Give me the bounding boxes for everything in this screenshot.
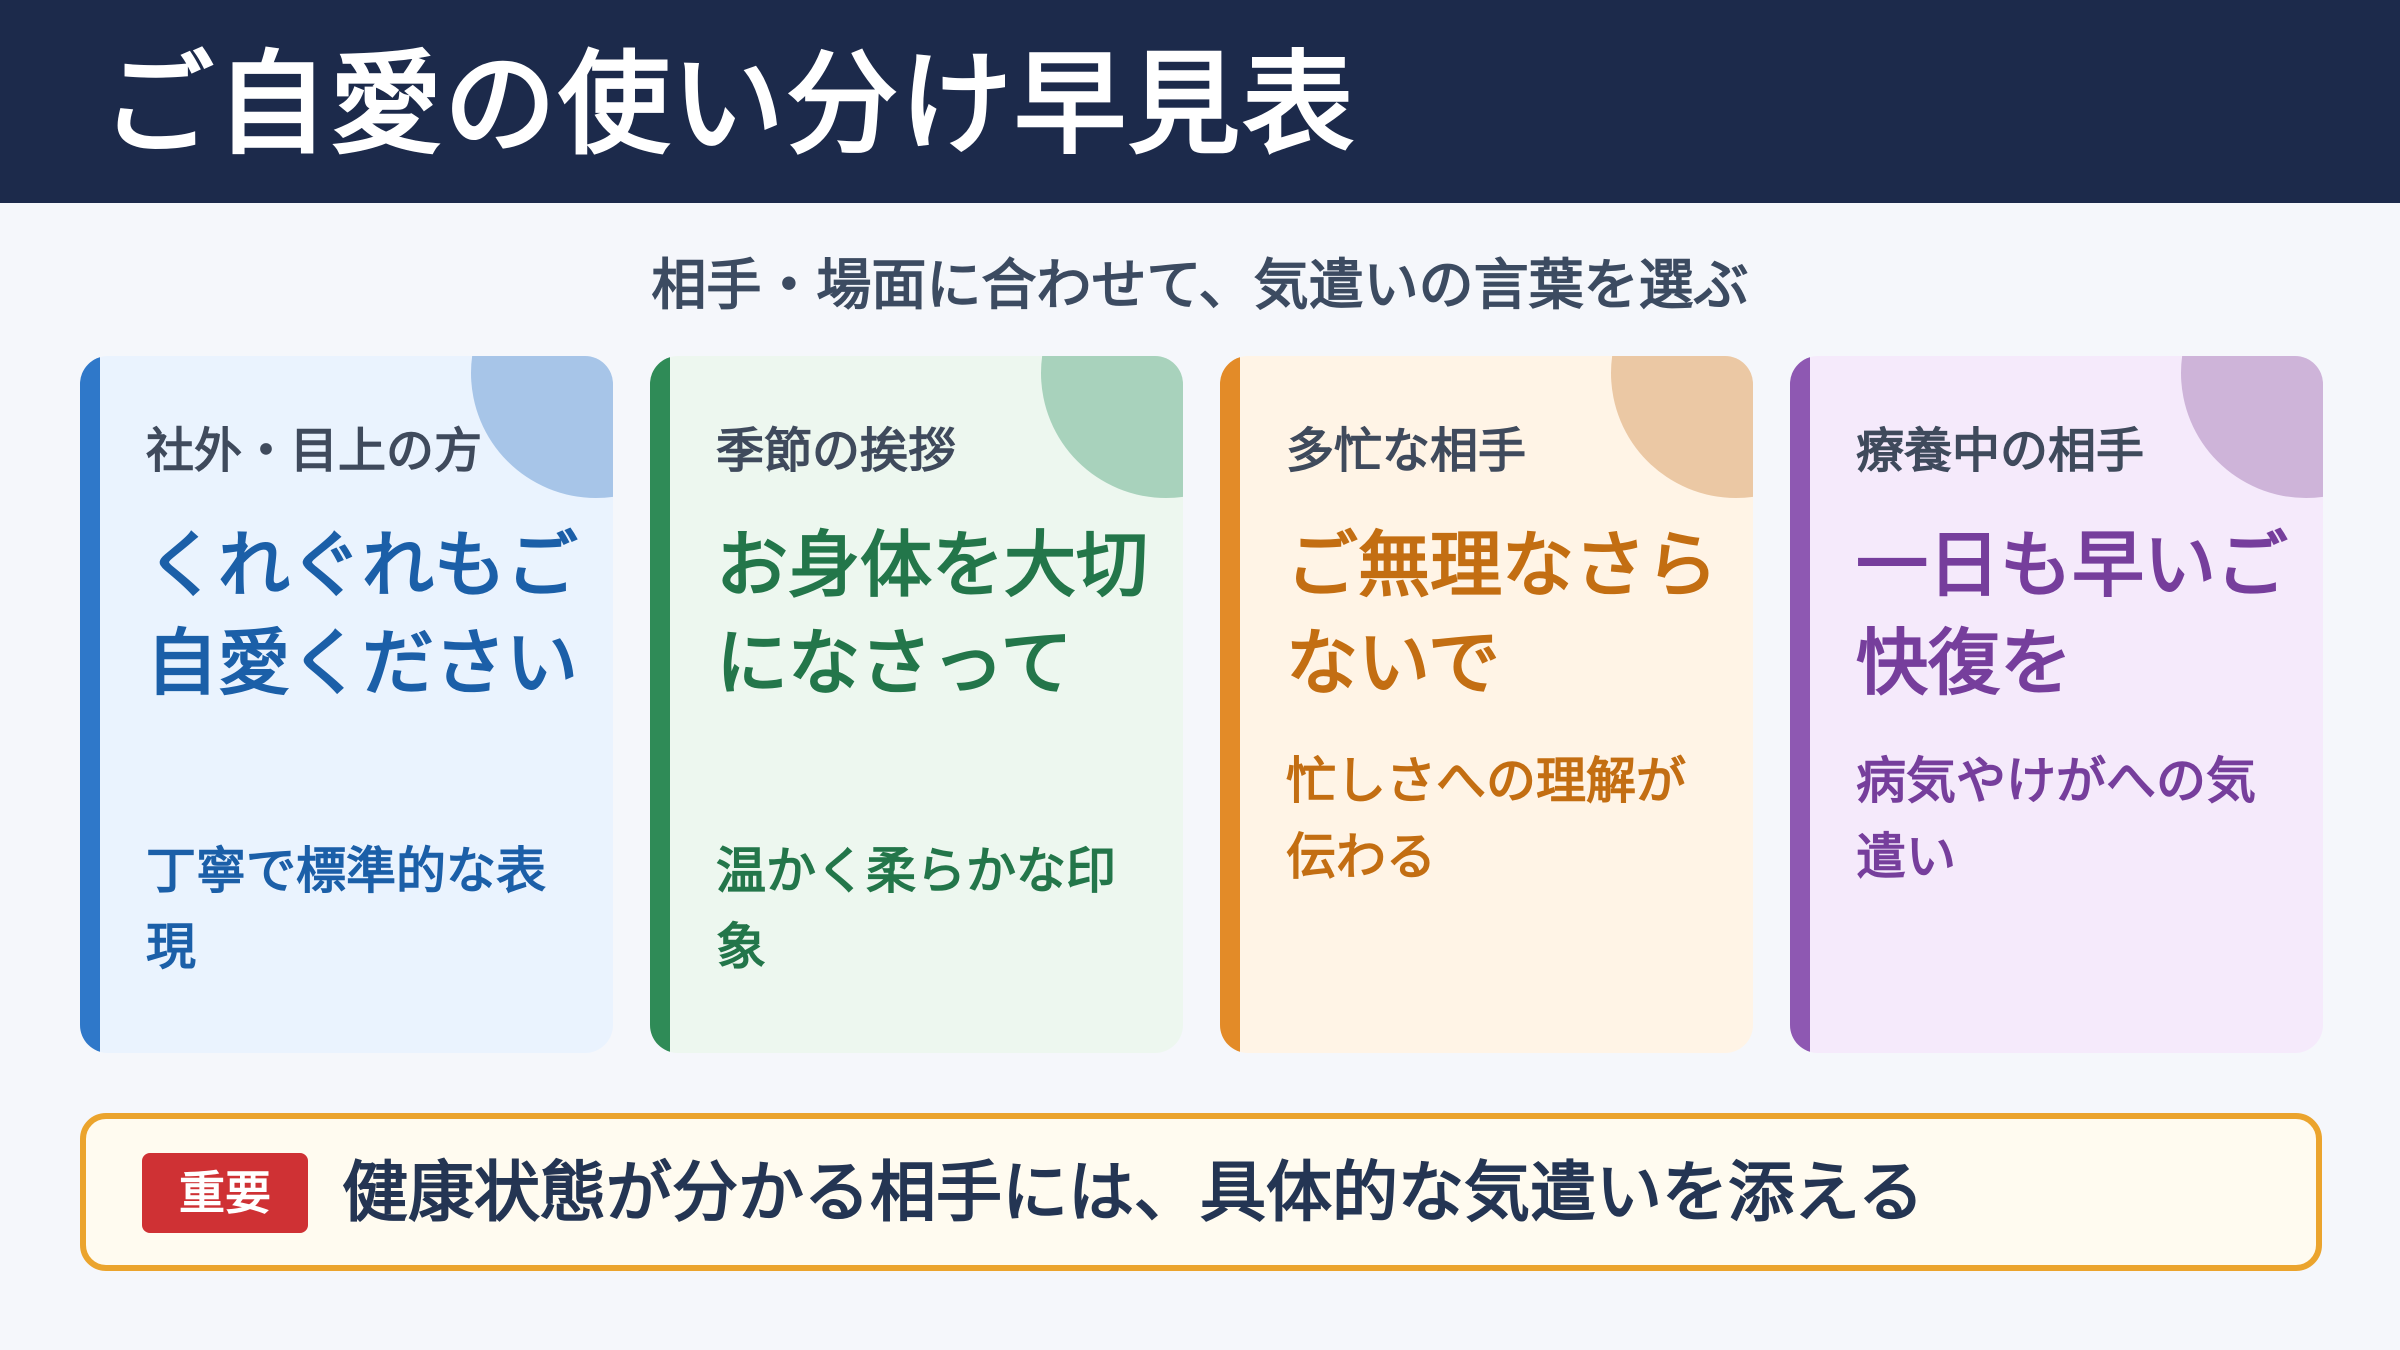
card-phrase: ご無理なさらないで [1286,523,1719,705]
card-category: 社外・目上の方 [146,423,483,479]
header-bar: ご自愛の使い分け早見表 [0,0,2400,203]
page-title: ご自愛の使い分け早見表 [102,40,1356,170]
card-business-superiors: 社外・目上の方 くれぐれもご自愛ください 丁寧で標準的な表現 [80,356,613,1053]
card-busy-recipient: 多忙な相手 ご無理なさらないで 忙しさへの理解が伝わる [1220,356,1753,1053]
card-accent-bar [1220,356,1240,1053]
card-note: 温かく柔らかな印象 [716,842,1116,976]
card-category: 季節の挨拶 [716,423,957,479]
important-note-panel: 重要 健康状態が分かる相手には、具体的な気遣いを添える [80,1113,2322,1271]
card-accent-bar [1790,356,1810,1053]
card-category: 療養中の相手 [1856,423,2145,479]
card-accent-bar [80,356,100,1053]
card-note: 丁寧で標準的な表現 [146,842,546,976]
card-note: 病気やけがへの気遣い [1856,752,2256,886]
page-subtitle: 相手・場面に合わせて、気遣いの言葉を選ぶ [651,253,1749,317]
card-recovering-recipient: 療養中の相手 一日も早いご快復を 病気やけがへの気遣い [1790,356,2323,1053]
card-phrase: 一日も早いご快復を [1856,523,2289,705]
important-badge: 重要 [142,1153,308,1233]
card-grid: 社外・目上の方 くれぐれもご自愛ください 丁寧で標準的な表現 季節の挨拶 お身体… [80,356,2323,1053]
card-category: 多忙な相手 [1286,423,1527,479]
card-seasonal-greeting: 季節の挨拶 お身体を大切になさって 温かく柔らかな印象 [650,356,1183,1053]
card-note: 忙しさへの理解が伝わる [1286,752,1686,886]
card-accent-bar [650,356,670,1053]
card-phrase: お身体を大切になさって [716,523,1149,705]
important-note-text: 健康状態が分かる相手には、具体的な気遣いを添える [342,1154,1925,1231]
card-phrase: くれぐれもご自愛ください [146,523,579,705]
